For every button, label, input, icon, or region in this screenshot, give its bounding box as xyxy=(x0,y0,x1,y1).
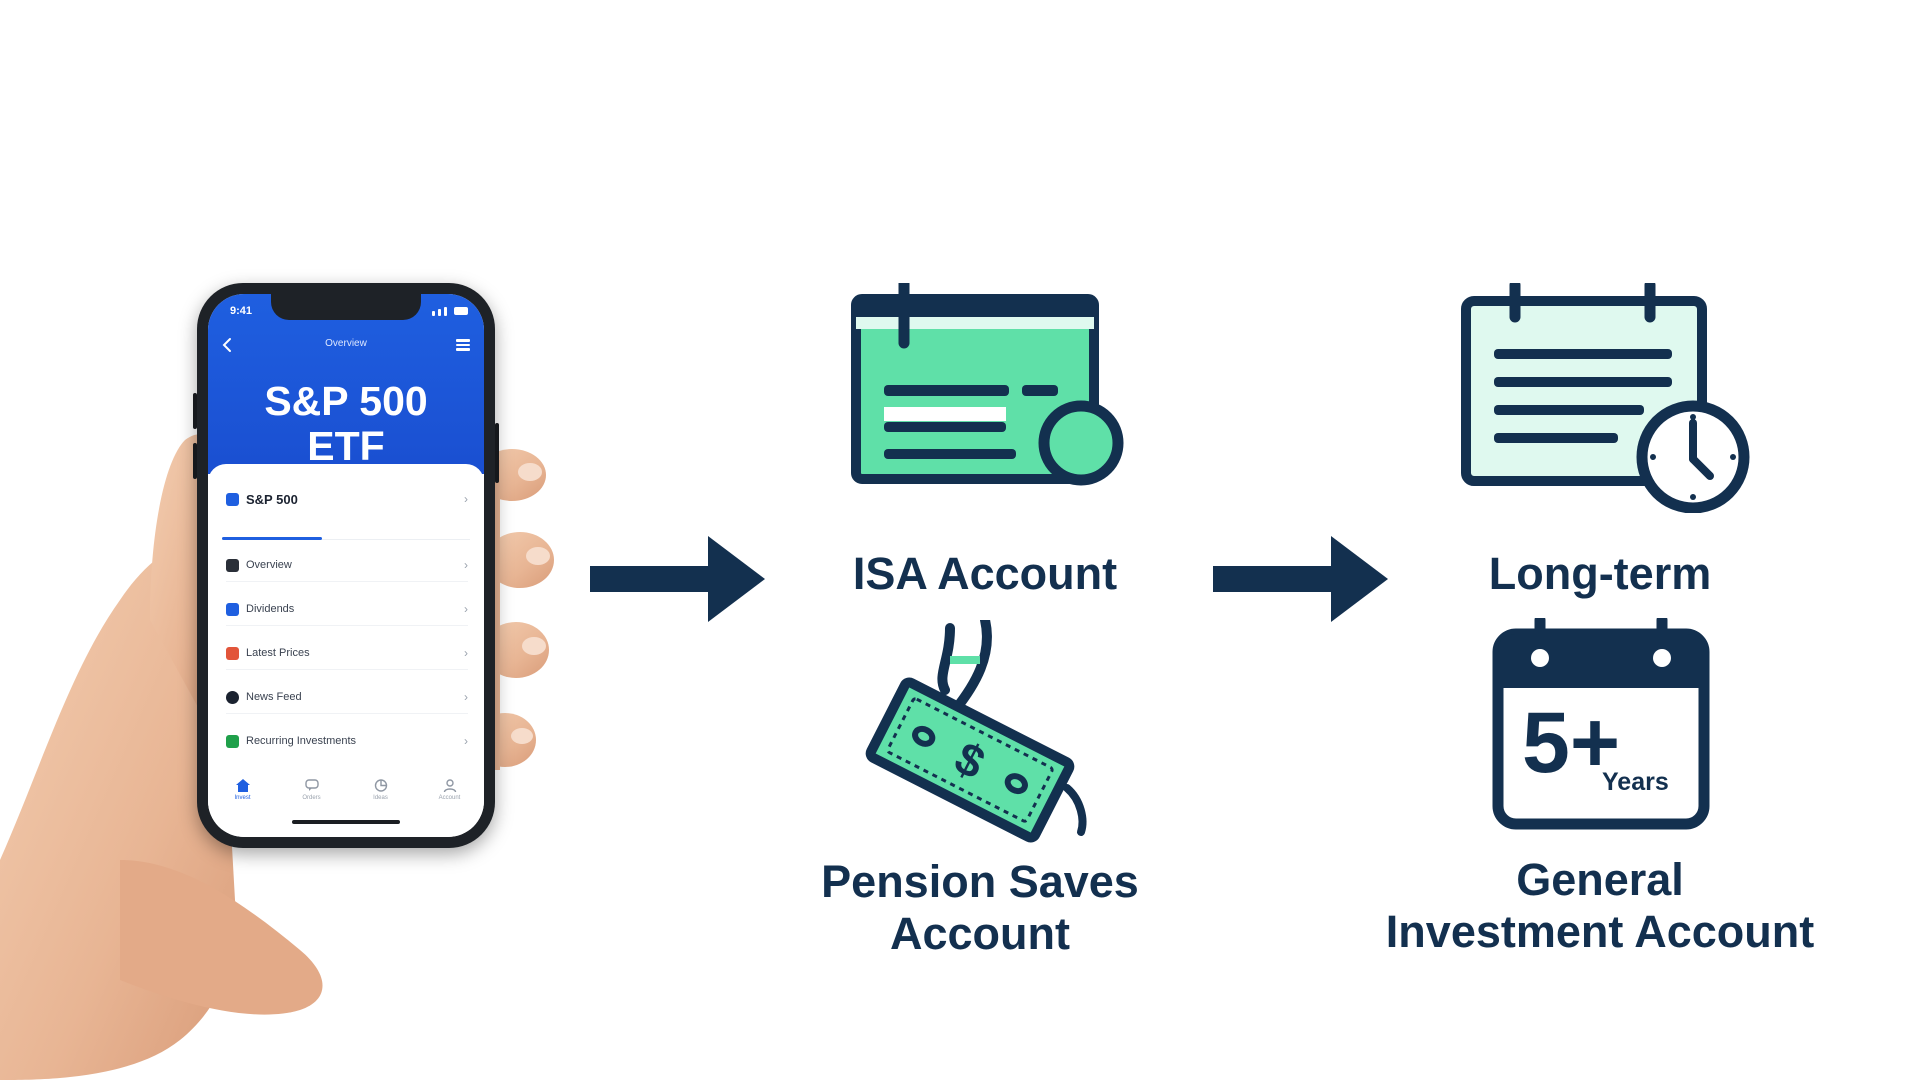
news-icon xyxy=(226,690,239,704)
phone-screen: 9:41 Overview S&P 500 ETF xyxy=(208,294,484,837)
chevron-right-icon: › xyxy=(464,646,468,660)
menu-item-label: News Feed xyxy=(246,691,302,703)
divider xyxy=(226,669,468,670)
menu-item-label: Recurring Investments xyxy=(246,735,357,747)
chat-icon xyxy=(304,779,319,791)
recurring-icon xyxy=(226,734,239,748)
menu-item-label: Latest Prices xyxy=(246,647,310,659)
phone-notch xyxy=(271,294,421,320)
menu-item-recurring-investments[interactable]: Recurring Investments › xyxy=(226,730,468,752)
pension-label-line2: Account xyxy=(890,908,1070,959)
home-indicator xyxy=(292,820,400,824)
chevron-right-icon: › xyxy=(464,690,468,704)
general-investment-account-label: General Investment Account xyxy=(1360,854,1840,958)
smartphone: 9:41 Overview S&P 500 ETF xyxy=(193,283,499,848)
bottom-nav: Invest Orders Ideas Account xyxy=(208,779,484,819)
user-icon xyxy=(443,779,456,792)
fund-icon xyxy=(226,492,239,506)
tab-underline xyxy=(222,537,322,540)
app-header: 9:41 Overview S&P 500 ETF xyxy=(208,294,484,474)
calendar-five-years-icon: 5+ Years xyxy=(1492,618,1712,830)
volume-button xyxy=(193,443,197,479)
menu-item-label: Overview xyxy=(246,559,292,571)
power-button xyxy=(495,423,499,483)
header-title: Overview xyxy=(325,338,367,349)
divider xyxy=(226,581,468,582)
chart-icon xyxy=(374,779,387,792)
money-bill-icon: $ xyxy=(865,620,1087,843)
etf-title-line2: ETF xyxy=(307,423,385,469)
chevron-right-icon: › xyxy=(464,558,468,572)
long-term-document-clock-icon xyxy=(1461,283,1750,513)
etf-title: S&P 500 ETF xyxy=(208,379,484,469)
isa-account-label: ISA Account xyxy=(852,548,1118,599)
menu-item-label: Dividends xyxy=(246,603,295,615)
divider xyxy=(226,625,468,626)
status-time: 9:41 xyxy=(230,305,253,317)
nav-label: Orders xyxy=(302,795,321,801)
menu-item-news-feed[interactable]: News Feed › xyxy=(226,686,468,708)
pension-label-line1: Pension Saves xyxy=(821,856,1139,907)
calendar-unit: Years xyxy=(1602,768,1669,796)
menu-item-latest-prices[interactable]: Latest Prices › xyxy=(226,642,468,664)
menu-item-dividends[interactable]: Dividends › xyxy=(226,598,468,620)
nav-label: Ideas xyxy=(373,795,388,801)
chevron-right-icon: › xyxy=(464,734,468,748)
overview-icon xyxy=(226,558,239,572)
status-icons xyxy=(432,307,468,316)
nav-label: Invest xyxy=(234,795,251,801)
gia-label-line2: Investment Account xyxy=(1385,906,1815,957)
nav-item-invest[interactable]: Invest xyxy=(218,779,268,819)
pension-saves-account-label: Pension Saves Account xyxy=(780,856,1180,960)
nav-item-orders[interactable]: Orders xyxy=(287,779,337,819)
isa-document-icon xyxy=(851,283,1124,486)
gia-label-line1: General xyxy=(1516,854,1684,905)
menu-item-overview[interactable]: Overview › xyxy=(226,554,468,576)
etf-title-line1: S&P 500 xyxy=(264,378,428,424)
arrow-right-icon xyxy=(590,536,765,622)
nav-item-account[interactable]: Account xyxy=(425,779,475,819)
chevron-right-icon: › xyxy=(464,492,468,506)
calendar-number: 5+ xyxy=(1522,695,1621,791)
arrow-right-icon xyxy=(1213,536,1388,622)
long-term-label: Long-term xyxy=(1488,548,1712,599)
calendar-icon xyxy=(1492,618,1710,830)
selected-fund-label: S&P 500 xyxy=(246,491,298,507)
divider xyxy=(226,713,468,714)
menu-icon[interactable] xyxy=(456,339,470,351)
dividends-icon xyxy=(226,602,239,616)
home-icon xyxy=(235,779,250,792)
chevron-right-icon: › xyxy=(464,602,468,616)
back-chevron-icon[interactable] xyxy=(222,337,232,353)
prices-icon xyxy=(226,646,239,660)
selected-fund-row[interactable]: S&P 500 › xyxy=(226,488,468,510)
nav-label: Account xyxy=(438,795,461,801)
content-card: S&P 500 › Overview › Dividends › Latest … xyxy=(208,464,484,837)
nav-item-ideas[interactable]: Ideas xyxy=(356,779,406,819)
tab-rule xyxy=(222,539,470,540)
volume-button xyxy=(193,393,197,429)
